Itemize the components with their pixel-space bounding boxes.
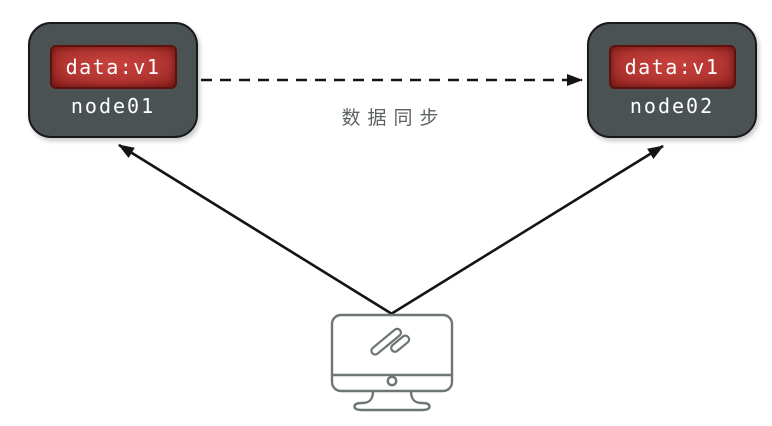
monitor-stand [353,389,431,412]
data-badge-node02: data:v1 [608,45,736,89]
pen-slashes-icon [370,327,411,356]
monitor-screen [330,313,454,393]
write-arrow-to-node01 [118,143,393,316]
monitor-camera-dot [386,375,398,387]
monitor-icon [330,313,454,412]
node02-label: node02 [629,94,715,118]
data-badge-node01: data:v1 [49,45,177,89]
node01-label: node01 [70,94,156,118]
sync-edge-label: 数据同步 [341,107,446,129]
write-arrow-to-node02 [390,144,664,316]
node-node01: data:v1 node01 [28,22,198,138]
node-node02: data:v1 node02 [587,22,757,138]
